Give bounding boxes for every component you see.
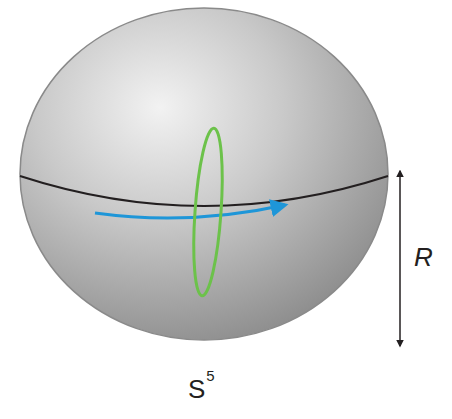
green-loop	[189, 127, 227, 296]
radius-label: R	[414, 244, 433, 270]
equator	[20, 176, 388, 206]
dimension-superscript: 5	[206, 368, 214, 383]
space-label: S	[188, 376, 205, 402]
radius-arrow	[399, 171, 401, 346]
sphere	[20, 8, 388, 340]
flow-arrow	[95, 205, 285, 218]
